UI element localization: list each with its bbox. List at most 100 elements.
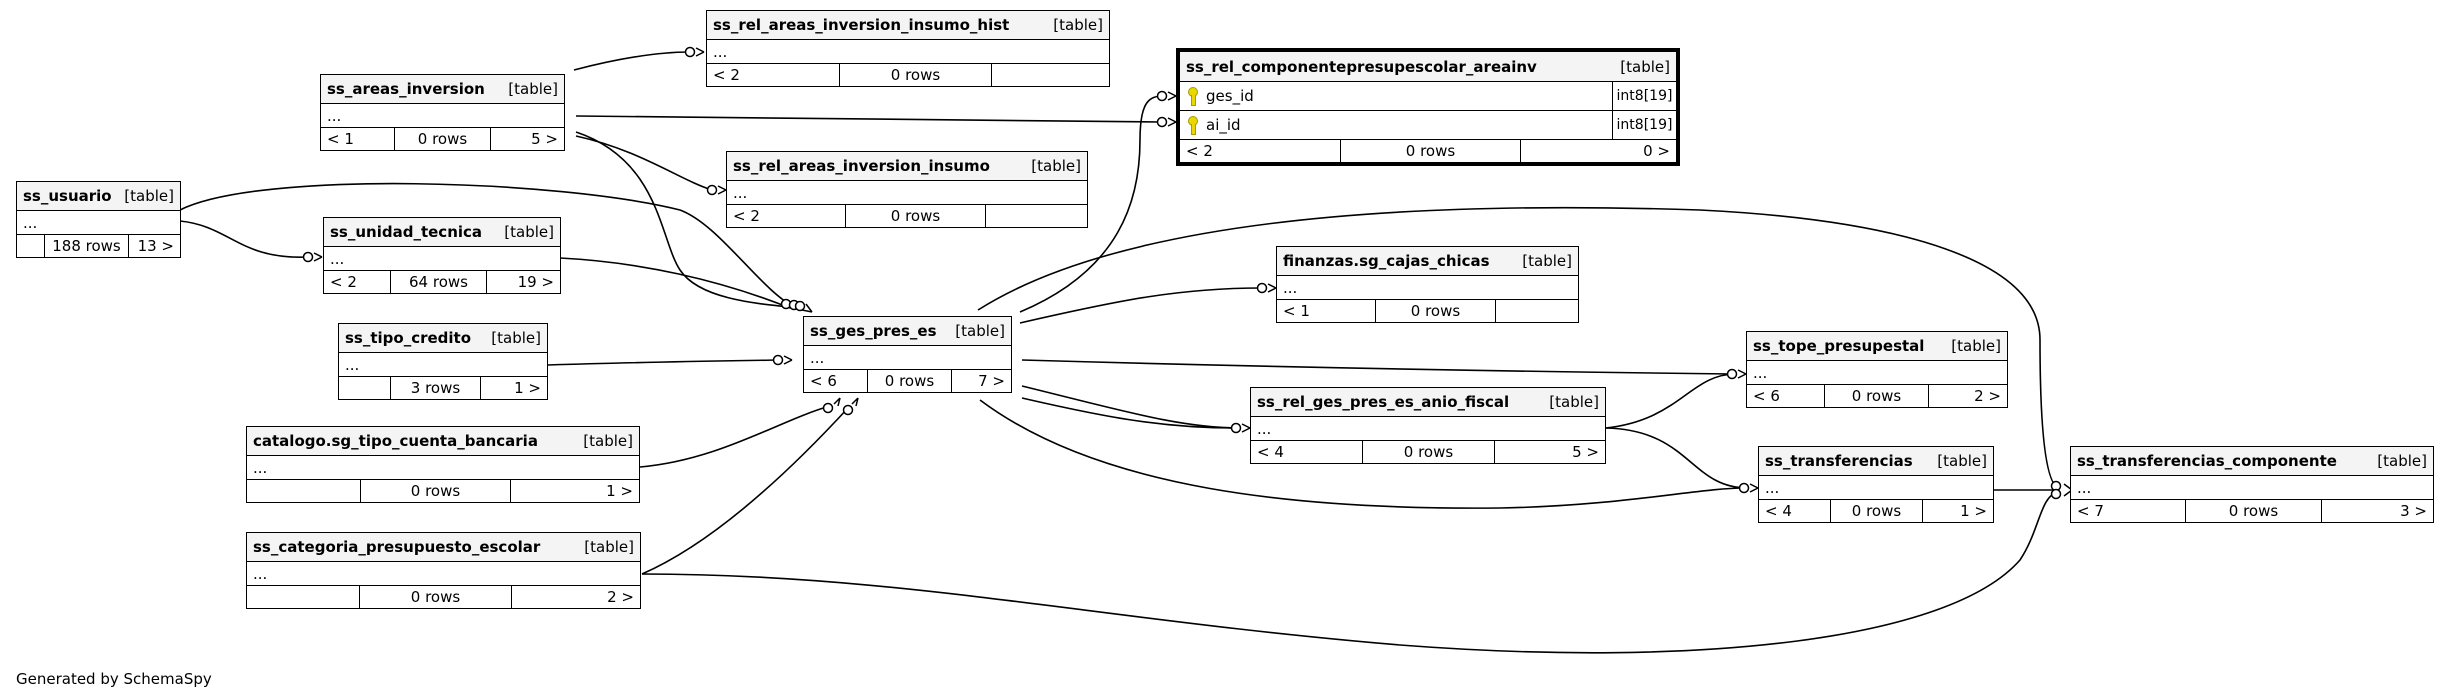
- table-name: ss_usuario: [23, 187, 112, 205]
- table-columns: ...: [1251, 417, 1605, 441]
- table-type: [table]: [584, 538, 634, 556]
- table-type: [table]: [1937, 452, 1987, 470]
- table-columns: ...: [1747, 361, 2007, 385]
- table-footer: < 7 0 rows 3 >: [2071, 500, 2433, 522]
- table-header: ss_unidad_tecnica [table]: [324, 218, 560, 247]
- crowfoot-marker: [1241, 423, 1251, 433]
- row-count: 0 rows: [2186, 500, 2322, 522]
- link-categoria-to-transf-componente: [641, 491, 2059, 654]
- table-type: [table]: [124, 187, 174, 205]
- column-type: int8[19]: [1616, 88, 1673, 104]
- parents-count: < 6: [804, 370, 868, 392]
- optional-marker: [302, 251, 314, 263]
- parents-count: [247, 586, 360, 608]
- column-row[interactable]: ai_id int8[19]: [1180, 111, 1676, 140]
- primary-key-icon: [1186, 87, 1200, 106]
- link-anio-fiscal-to-transferencias: [1605, 427, 1749, 489]
- table-columns: ...: [247, 456, 639, 480]
- table-header: ss_rel_componentepresupescolar_areainv […: [1180, 52, 1676, 82]
- children-count: 5 >: [531, 130, 558, 148]
- table-columns: ...: [339, 353, 547, 377]
- table-header: finanzas.sg_cajas_chicas [table]: [1277, 247, 1578, 276]
- optional-marker: [842, 404, 854, 416]
- parents-count: < 4: [1759, 500, 1831, 522]
- table-name: ss_rel_areas_inversion_insumo_hist: [713, 16, 1010, 34]
- table-columns: ...: [321, 104, 564, 128]
- crowfoot-marker: [1167, 91, 1177, 101]
- parents-count: < 7: [2071, 500, 2186, 522]
- optional-marker: [772, 354, 784, 366]
- optional-marker: [1156, 90, 1168, 102]
- table-columns: ...: [707, 40, 1109, 64]
- table-name: ss_rel_componentepresupescolar_areainv: [1186, 57, 1537, 76]
- table-ss-tipo-credito[interactable]: ss_tipo_credito [table] ... 3 rows 1 >: [338, 323, 548, 400]
- table-columns: ...: [324, 247, 560, 271]
- crowfoot-marker: [801, 303, 813, 313]
- table-ss-transferencias[interactable]: ss_transferencias [table] ... < 4 0 rows…: [1758, 446, 1994, 523]
- table-columns: ...: [804, 346, 1011, 370]
- row-count: 0 rows: [1341, 140, 1521, 162]
- link-ges-to-transferencias: [979, 399, 1745, 509]
- table-footer: < 4 0 rows 1 >: [1759, 500, 1993, 522]
- table-header: ss_tipo_credito [table]: [339, 324, 547, 353]
- table-header: ss_ges_pres_es [table]: [804, 317, 1011, 346]
- crowfoot-marker: [1267, 283, 1277, 293]
- optional-marker: [1738, 482, 1750, 494]
- table-header: ss_usuario [table]: [17, 182, 180, 211]
- row-count: 0 rows: [846, 205, 986, 227]
- table-columns: ...: [2071, 476, 2433, 500]
- column-type: int8[19]: [1616, 117, 1673, 133]
- row-count: 0 rows: [360, 586, 512, 608]
- optional-marker: [794, 300, 806, 312]
- optional-marker: [706, 184, 718, 196]
- table-ss-usuario[interactable]: ss_usuario [table] ... 188 rows 13 >: [16, 181, 181, 258]
- crowfoot-marker: [1749, 483, 1759, 493]
- crowfoot-marker: [717, 185, 727, 195]
- table-ss-unidad-tecnica[interactable]: ss_unidad_tecnica [table] ... < 2 64 row…: [323, 217, 561, 294]
- table-ss-ges-pres-es[interactable]: ss_ges_pres_es [table] ... < 6 0 rows 7 …: [803, 316, 1012, 393]
- table-ss-rel-ges-pres-es-anio-fiscal[interactable]: ss_rel_ges_pres_es_anio_fiscal [table] .…: [1250, 387, 1606, 464]
- table-ss-categoria-presupuesto-escolar[interactable]: ss_categoria_presupuesto_escolar [table]…: [246, 532, 641, 609]
- children-count: 5 >: [1572, 443, 1599, 461]
- table-ss-rel-areas-inversion-insumo-hist[interactable]: ss_rel_areas_inversion_insumo_hist [tabl…: [706, 10, 1110, 87]
- table-footer: < 2 0 rows 0 >: [1180, 140, 1676, 162]
- link-areas-to-ges: [575, 131, 801, 309]
- table-name: ss_tope_presupestal: [1753, 337, 1925, 355]
- table-ss-rel-componentepresupescolar-areainv[interactable]: ss_rel_componentepresupescolar_areainv […: [1176, 48, 1680, 166]
- table-name: ss_categoria_presupuesto_escolar: [253, 538, 541, 556]
- link-ges-to-anio-fiscal-2: [1021, 397, 1237, 429]
- table-name: finanzas.sg_cajas_chicas: [1283, 252, 1490, 270]
- link-areas-to-insumo-hist: [573, 51, 691, 71]
- table-type: [table]: [955, 322, 1005, 340]
- table-header: ss_tope_presupestal [table]: [1747, 332, 2007, 361]
- table-columns: ...: [17, 211, 180, 235]
- table-type: [table]: [1620, 57, 1670, 76]
- table-ss-areas-inversion[interactable]: ss_areas_inversion [table] ... < 1 0 row…: [320, 74, 565, 151]
- table-ss-rel-areas-inversion-insumo[interactable]: ss_rel_areas_inversion_insumo [table] ..…: [726, 151, 1088, 228]
- parents-count: < 6: [1747, 385, 1825, 407]
- parents-count: [339, 377, 391, 399]
- table-name: ss_tipo_credito: [345, 329, 472, 347]
- table-ss-transferencias-componente[interactable]: ss_transferencias_componente [table] ...…: [2070, 446, 2434, 523]
- table-name: ss_rel_areas_inversion_insumo: [733, 157, 990, 175]
- optional-marker: [2050, 488, 2062, 500]
- children-count: [986, 205, 1087, 227]
- table-footer: < 1 0 rows: [1277, 300, 1578, 322]
- row-count: 0 rows: [1825, 385, 1929, 407]
- table-type: [table]: [1549, 393, 1599, 411]
- column-row[interactable]: ges_id int8[19]: [1180, 82, 1676, 111]
- table-catalogo-sg-tipo-cuenta-bancaria[interactable]: catalogo.sg_tipo_cuenta_bancaria [table]…: [246, 426, 640, 503]
- table-type: [table]: [508, 80, 558, 98]
- crowfoot-marker: [783, 355, 793, 365]
- children-count: 13 >: [137, 237, 174, 255]
- link-ges-to-componente: [1019, 95, 1165, 313]
- table-name: ss_unidad_tecnica: [330, 223, 483, 241]
- table-finanzas-sg-cajas-chicas[interactable]: finanzas.sg_cajas_chicas [table] ... < 1…: [1276, 246, 1579, 323]
- row-count: 0 rows: [1831, 500, 1923, 522]
- children-count: 3 >: [2400, 502, 2427, 520]
- column-name: ai_id: [1206, 116, 1241, 134]
- table-ss-tope-presupestal[interactable]: ss_tope_presupestal [table] ... < 6 0 ro…: [1746, 331, 2008, 408]
- table-type: [table]: [1053, 16, 1103, 34]
- parents-count: < 2: [1180, 140, 1341, 162]
